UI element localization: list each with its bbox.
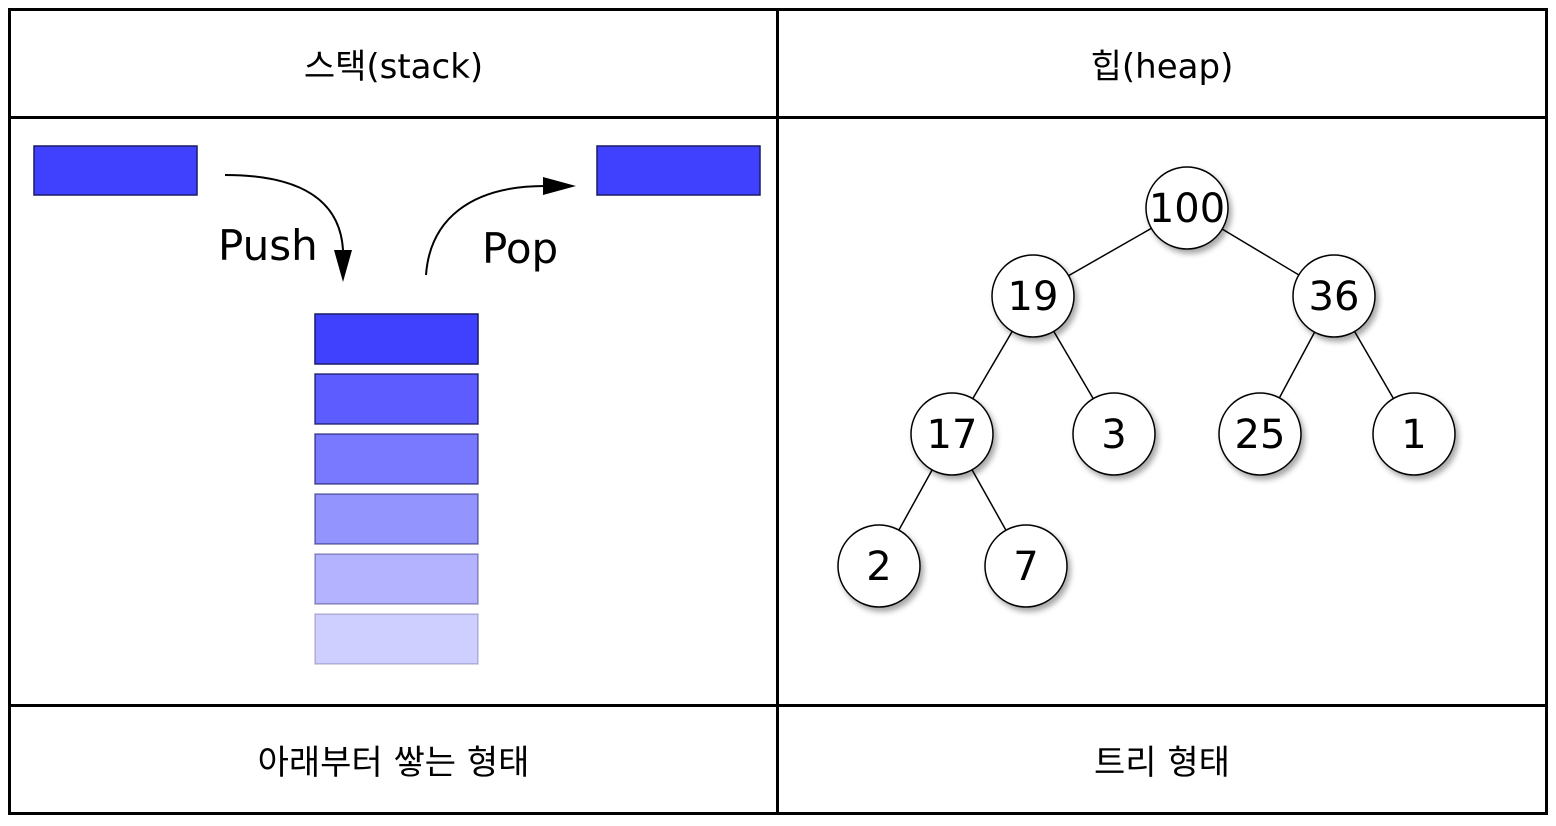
tree-node-label: 2 <box>866 544 891 590</box>
pop-arrowhead <box>543 177 576 195</box>
table-row-divider-2 <box>8 704 1548 707</box>
stack-block <box>314 493 479 545</box>
tree-nodes: 100 19 36 17 3 25 1 2 7 <box>837 166 1456 608</box>
heap-header: 힙(heap) <box>1090 47 1234 87</box>
tree-node <box>1072 392 1156 476</box>
table-border-right <box>1545 8 1548 815</box>
heap-description: 트리 형태 <box>1094 743 1230 783</box>
tree-node <box>991 254 1075 338</box>
push-arrow <box>224 174 344 251</box>
table-border-left <box>8 8 11 815</box>
tree-node-label: 19 <box>1008 274 1059 320</box>
push-label: Push <box>218 221 318 270</box>
heap-tree-diagram: 100 19 36 17 3 25 1 2 7 <box>837 166 1456 608</box>
tree-node <box>910 392 994 476</box>
stack-block <box>314 373 479 425</box>
tree-node-label: 36 <box>1309 274 1360 320</box>
pop-arrow <box>425 185 546 276</box>
tree-node-label: 25 <box>1235 412 1286 458</box>
table-column-divider <box>776 8 779 815</box>
stack-block <box>314 553 479 605</box>
table-row-divider-1 <box>8 116 1548 119</box>
stack-block <box>314 613 479 665</box>
tree-node <box>984 524 1068 608</box>
push-block <box>33 145 198 196</box>
tree-node <box>1372 392 1456 476</box>
stack-diagram: Push Pop <box>33 145 761 665</box>
tree-node <box>1218 392 1302 476</box>
tree-node-label: 1 <box>1401 412 1426 458</box>
tree-node <box>1292 254 1376 338</box>
tree-node <box>837 524 921 608</box>
pop-label: Pop <box>482 224 558 273</box>
tree-node <box>1145 166 1229 250</box>
tree-node-label: 100 <box>1149 186 1225 232</box>
tree-node-label: 17 <box>927 412 978 458</box>
pop-block <box>596 145 761 196</box>
stack-description: 아래부터 쌓는 형태 <box>257 743 530 783</box>
stack-block <box>314 313 479 365</box>
push-arrowhead <box>334 250 352 282</box>
tree-node-label: 3 <box>1101 412 1126 458</box>
stack-block <box>314 433 479 485</box>
stack-blocks <box>314 313 479 665</box>
stack-header: 스택(stack) <box>303 47 484 87</box>
tree-node-label: 7 <box>1013 544 1038 590</box>
